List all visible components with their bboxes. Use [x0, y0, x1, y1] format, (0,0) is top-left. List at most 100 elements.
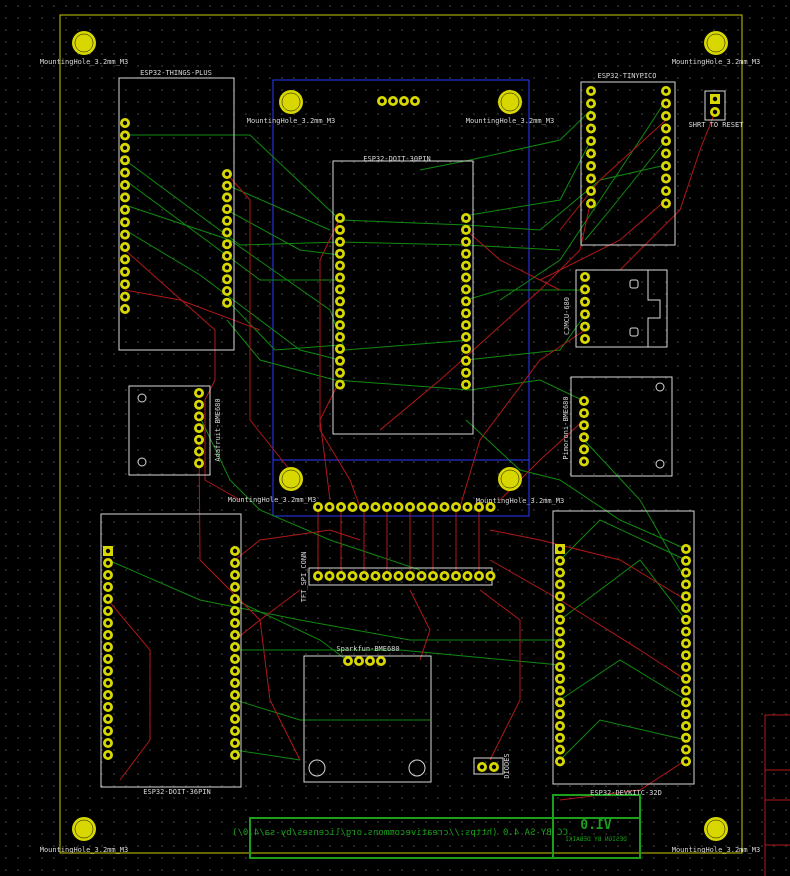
back-track — [226, 299, 341, 351]
devkitc-pad-drill — [683, 688, 689, 693]
logo-design-by: DESIGN BY DEBAIKI — [565, 836, 627, 843]
tinypico-pad-drill — [588, 126, 594, 131]
header-row-pad-drill — [430, 504, 436, 510]
doit-bottom-label: ESP32-DOIT-36PIN — [143, 788, 210, 796]
devkitc-pad-drill — [683, 605, 689, 611]
adafruit-pad-drill — [196, 437, 202, 442]
header-row-pad-drill — [384, 504, 390, 510]
mounting-hole-ring — [281, 469, 301, 489]
mounting-hole-label: MountingHole_3.2mm_M3 — [672, 58, 761, 66]
cjmcu-pad-drill — [582, 324, 588, 329]
top-connector-pad-drill — [379, 98, 385, 104]
doit-bottom-pad-drill — [105, 728, 111, 734]
front-track — [234, 529, 361, 561]
doit-top-pad-drill — [337, 358, 343, 363]
adafruit-corner-holes — [137, 393, 147, 467]
mounting-hole-label: MountingHole_3.2mm_M3 — [228, 496, 317, 504]
tft-label: TFT_SPI_CONN — [300, 552, 308, 603]
pimoroni-pad-drill — [581, 447, 587, 452]
things-plus-pad-drill — [224, 300, 230, 305]
adafruit-pad-drill — [196, 449, 202, 454]
devkitc-outline — [552, 510, 695, 785]
sparkfun-pad-drill — [378, 658, 384, 664]
doit-top-pad-drill — [463, 382, 469, 387]
doit-top-pad-drill — [463, 275, 469, 280]
devkitc-pad-drill — [683, 629, 689, 634]
doit-top-pad-drill — [337, 322, 343, 328]
mounting-hole-label: MountingHole_3.2mm_M3 — [672, 846, 761, 854]
mounting-hole-ring — [74, 33, 94, 53]
sparkfun-pad-drill — [345, 658, 351, 664]
mounting-holes-layer — [72, 31, 728, 841]
tft-header-pad-drill — [373, 573, 378, 579]
front-track — [489, 559, 687, 681]
pimoroni-pad-drill — [581, 435, 587, 440]
devkitc-label: ESP32-DEVKITC-32D — [590, 789, 662, 797]
devkitc-pad-drill — [683, 558, 689, 563]
doit-bottom-pad-drill — [105, 548, 111, 554]
doit-top-pad-drill — [337, 382, 343, 387]
devkitc-pad-drill — [683, 735, 689, 740]
things-plus-pad-drill — [122, 269, 128, 274]
pimoroni-pad-drill — [581, 423, 587, 428]
tinypico-pad-drill — [663, 101, 669, 106]
devkitc-pad-drill — [683, 546, 689, 552]
tinypico-pad-drill — [663, 113, 669, 119]
mounting-hole-ring — [500, 92, 520, 112]
doit-top-pad-drill — [463, 322, 469, 328]
pimoroni-pad-drill — [581, 410, 587, 416]
doit-bottom-pad-drill — [105, 596, 111, 602]
tinypico-pad-drill — [663, 188, 669, 194]
tinypico-pad-drill — [588, 176, 594, 181]
doit-bottom-pad-drill — [232, 692, 238, 698]
adafruit-pad-drill — [196, 402, 202, 407]
doit-top-pad-drill — [337, 239, 343, 244]
devkitc-pad-drill — [557, 558, 563, 563]
front-track — [107, 599, 151, 781]
back-track — [584, 139, 667, 241]
tft-header-pad-drill — [407, 573, 413, 579]
things-plus-pad-drill — [122, 294, 128, 299]
doit-bottom-pad-drill — [105, 560, 111, 566]
things-plus-pad-drill — [224, 253, 230, 259]
doit-top-pad-drill — [337, 215, 343, 221]
things-plus-pad-drill — [122, 158, 128, 163]
back-track — [499, 99, 667, 301]
back-track — [235, 649, 561, 666]
pimoroni-pad-drill — [581, 398, 587, 404]
tinypico-pad-drill — [588, 188, 594, 194]
back-track — [226, 209, 341, 256]
devkitc-pad-drill — [683, 582, 689, 587]
doit-top-pad-drill — [337, 227, 343, 233]
tinypico-pad-drill — [663, 126, 669, 131]
doit-top-pad-drill — [337, 346, 343, 352]
header-row-pad-drill — [442, 504, 447, 510]
things-plus-pad-drill — [122, 306, 128, 312]
front-track — [539, 199, 667, 281]
tinypico-pad-drill — [588, 88, 594, 94]
doit-top-pad-drill — [463, 346, 469, 352]
tinypico-pad-drill — [663, 151, 669, 156]
doit-top-pad-drill — [463, 215, 469, 221]
adafruit-pad-drill — [196, 414, 202, 419]
doit-top-pad-drill — [463, 227, 469, 233]
tft-header-pad-drill — [430, 573, 436, 579]
reset-jumper-outline — [704, 90, 726, 121]
front-track — [409, 589, 431, 661]
tft-header-pad-drill — [384, 573, 390, 579]
front-track — [234, 589, 301, 641]
tinypico-pad-drill — [588, 101, 594, 106]
diodes-outline — [473, 757, 504, 775]
pads-layer — [103, 86, 720, 772]
cjmcu-label: CJMCU-680 — [563, 297, 571, 335]
doit-bottom-pad-drill — [232, 620, 238, 626]
devkitc-pad-drill — [557, 605, 563, 611]
doit-bottom-pad-drill — [232, 704, 238, 710]
tinypico-pad-drill — [663, 176, 669, 181]
mounting-hole-ring — [706, 33, 726, 53]
devkitc-pad-drill — [683, 747, 689, 752]
pimoroni-corner-holes — [655, 382, 665, 469]
things-plus-pad-drill — [224, 242, 230, 247]
reset-jumper-pad-drill — [712, 96, 718, 102]
doit-bottom-pad-drill — [232, 548, 238, 554]
